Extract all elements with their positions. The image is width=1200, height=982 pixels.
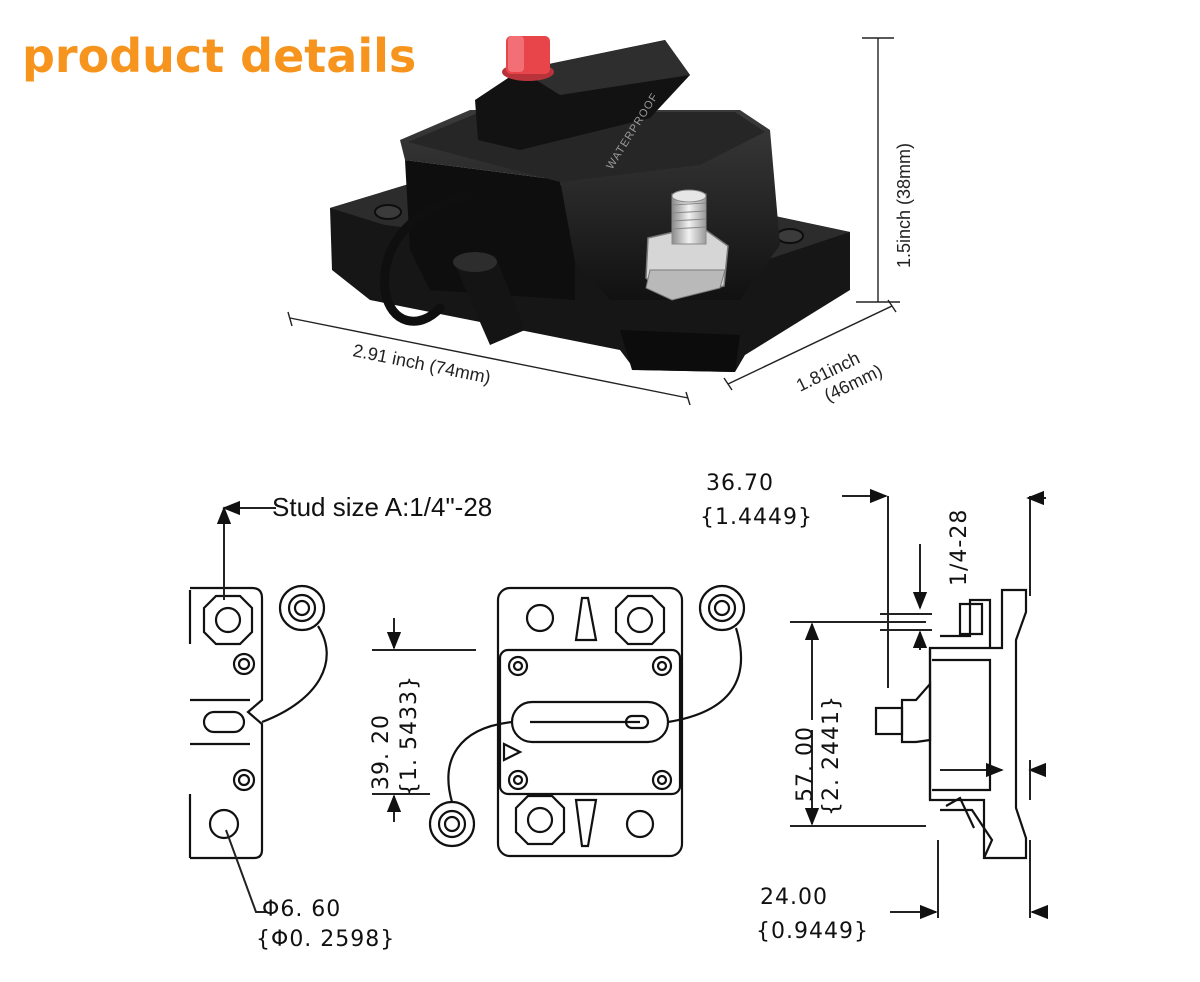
length-in-label: {2. 2441} bbox=[819, 695, 844, 816]
base-in-label: {0.9449} bbox=[756, 919, 869, 944]
mount-hole-icon bbox=[208, 808, 240, 840]
length-dimension-line bbox=[289, 317, 689, 399]
length-mm-label: 57. 00 bbox=[793, 726, 818, 802]
circuit-breaker-photo: WATERPROOF bbox=[330, 36, 850, 372]
hole-diameter-in: {Φ0. 2598} bbox=[256, 927, 395, 952]
base-mm-label: 24.00 bbox=[760, 885, 828, 910]
width-dimension-line bbox=[727, 305, 893, 385]
depth-in-label: {1.4449} bbox=[700, 505, 813, 530]
length-label: 2.91 inch (74mm) bbox=[351, 340, 492, 387]
profile-dimensions bbox=[790, 488, 1049, 920]
profile-view-drawing bbox=[874, 588, 1028, 860]
page-title: product details bbox=[22, 29, 416, 83]
mount-hole-icon bbox=[374, 204, 402, 220]
hole-diameter-leader bbox=[225, 829, 266, 913]
stud-size-label: Stud size A:1/4"-28 bbox=[272, 492, 492, 522]
height-in-label: {1. 5433} bbox=[397, 675, 422, 796]
mount-hole-icon bbox=[776, 228, 804, 244]
hole-diameter-mm: Φ6. 60 bbox=[262, 897, 341, 922]
side-view-drawing bbox=[188, 500, 328, 860]
thread-label: 1/4-28 bbox=[947, 509, 972, 586]
stud-terminal-icon bbox=[645, 189, 729, 301]
height-label: 1.5inch (38mm) bbox=[894, 143, 914, 268]
height-mm-label: 39. 20 bbox=[369, 714, 394, 790]
front-view-drawing bbox=[428, 584, 746, 858]
depth-mm-label: 36.70 bbox=[706, 471, 774, 496]
height-dimension bbox=[372, 618, 476, 822]
